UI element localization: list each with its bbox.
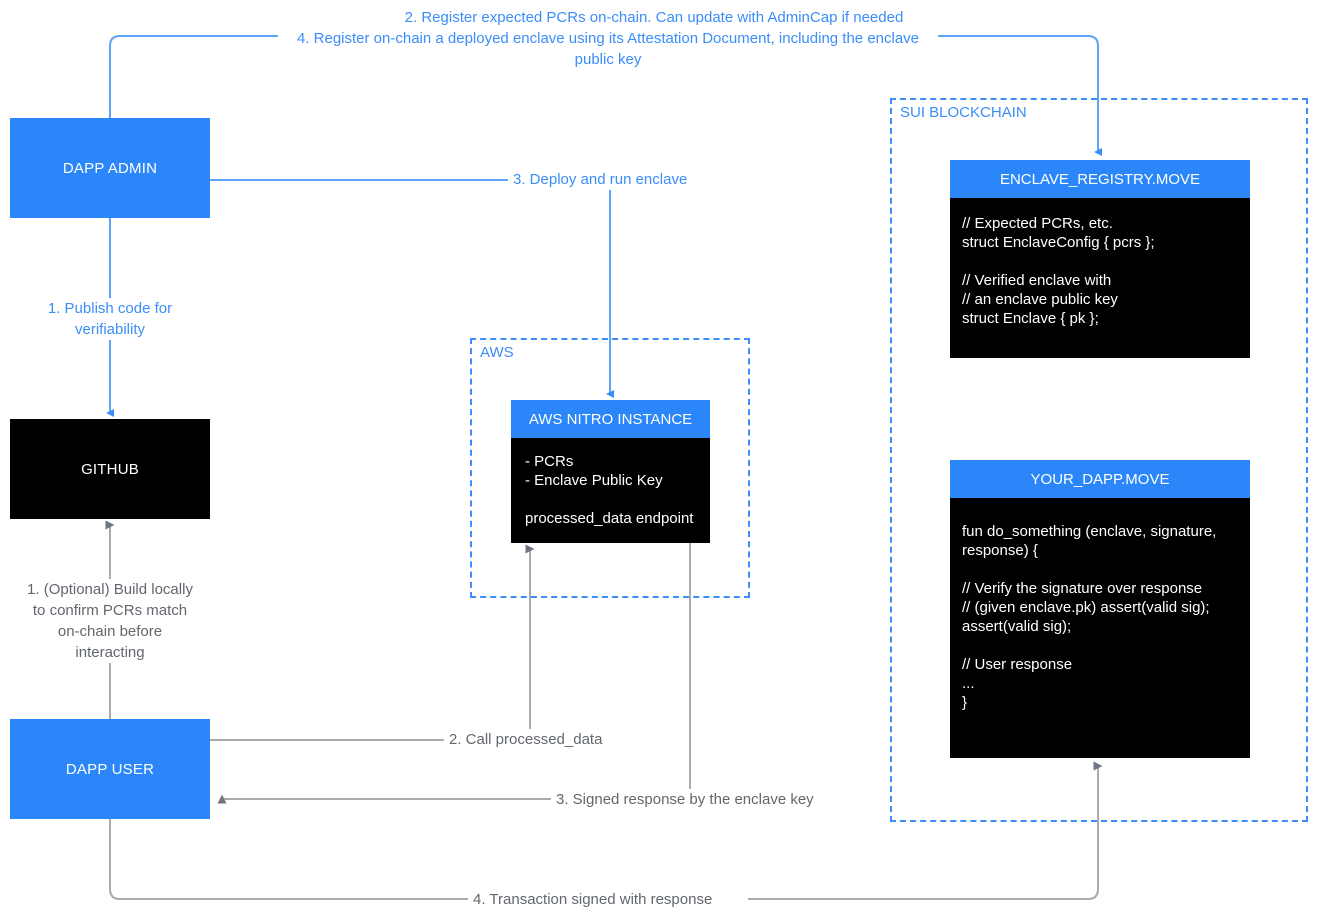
module-aws-nitro-instance[interactable]: AWS NITRO INSTANCE - PCRs - Enclave Publ… <box>511 400 710 543</box>
module-enclave-registry-title: ENCLAVE_REGISTRY.MOVE <box>950 160 1250 198</box>
module-aws-nitro-body: - PCRs - Enclave Public Key processed_da… <box>511 438 710 543</box>
edge-label-build-locally: 1. (Optional) Build locally to confirm P… <box>19 579 201 663</box>
module-your-dapp-title: YOUR_DAPP.MOVE <box>950 460 1250 498</box>
edge-label-register-enclave: 4. Register on-chain a deployed enclave … <box>278 28 938 70</box>
module-enclave-registry[interactable]: ENCLAVE_REGISTRY.MOVE // Expected PCRs, … <box>950 160 1250 358</box>
node-dapp-admin[interactable]: DAPP ADMIN <box>10 118 210 218</box>
edge-label-call-processed-data: 2. Call processed_data <box>444 729 629 750</box>
edge-label-signed-response: 3. Signed response by the enclave key <box>551 789 846 810</box>
group-sui-blockchain-label: SUI BLOCKCHAIN <box>896 104 1031 121</box>
module-your-dapp-body: fun do_something (enclave, signature, re… <box>950 498 1250 758</box>
group-aws-label: AWS <box>476 344 518 361</box>
group-sui-blockchain <box>890 98 1308 822</box>
node-dapp-user[interactable]: DAPP USER <box>10 719 210 819</box>
edge-label-publish-code: 1. Publish code for verifiability <box>19 298 201 340</box>
edge-label-register-pcrs: 2. Register expected PCRs on-chain. Can … <box>304 7 1004 28</box>
node-dapp-user-label: DAPP USER <box>65 760 155 778</box>
edge-label-transaction-signed: 4. Transaction signed with response <box>468 889 748 910</box>
node-github-label: GITHUB <box>81 460 139 478</box>
node-dapp-admin-label: DAPP ADMIN <box>62 159 158 177</box>
edge-label-deploy-enclave: 3. Deploy and run enclave <box>508 169 718 190</box>
module-aws-nitro-title: AWS NITRO INSTANCE <box>511 400 710 438</box>
module-your-dapp[interactable]: YOUR_DAPP.MOVE fun do_something (enclave… <box>950 460 1250 758</box>
group-aws <box>470 338 750 598</box>
module-enclave-registry-body: // Expected PCRs, etc. struct EnclaveCon… <box>950 198 1250 358</box>
node-github[interactable]: GITHUB <box>10 419 210 519</box>
